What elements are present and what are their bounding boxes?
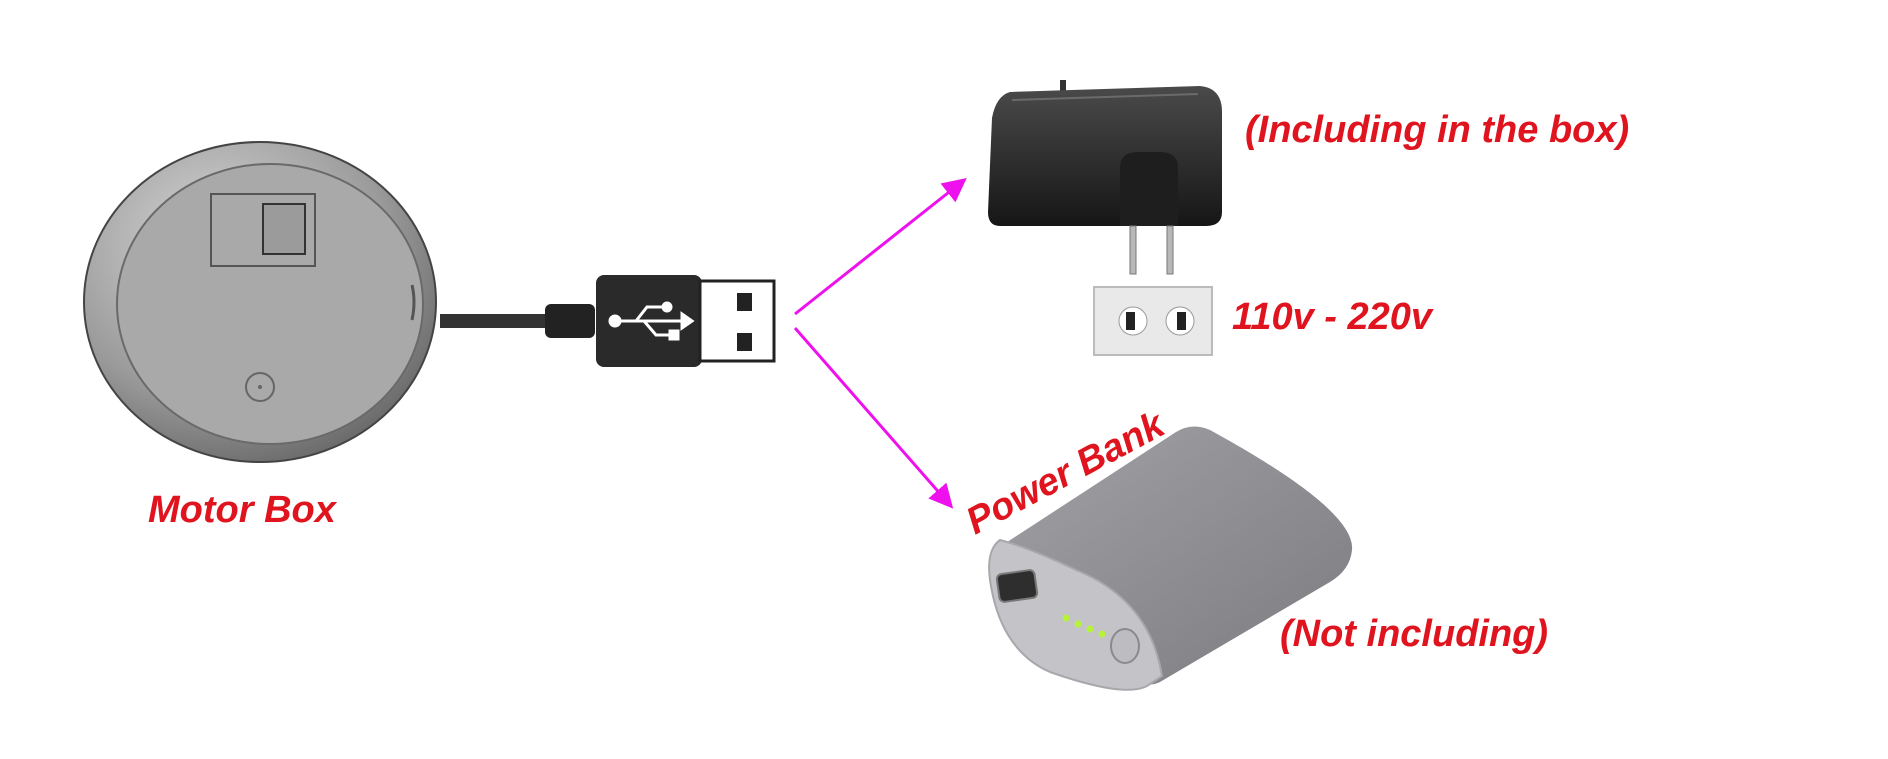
power-bank-button [1110,628,1140,664]
led-indicator [1062,614,1070,622]
power-bank [988,426,1353,691]
arrow-to-power-bank [793,327,954,509]
wall-adapter [988,80,1222,275]
voltage-label: 110v - 220v [1232,296,1434,338]
including-label: (Including in the box) [1245,109,1629,151]
not-including-label: (Not including) [1280,613,1548,655]
motor-box [83,141,437,463]
motor-box-label: Motor Box [148,489,338,531]
led-indicator [1074,620,1082,628]
usb-trident-icon [608,301,695,341]
usb-cable [440,304,595,338]
wall-socket [1093,286,1213,356]
arrow-to-adapter [794,178,967,316]
led-indicator [1086,625,1094,633]
led-indicator [1098,630,1106,638]
